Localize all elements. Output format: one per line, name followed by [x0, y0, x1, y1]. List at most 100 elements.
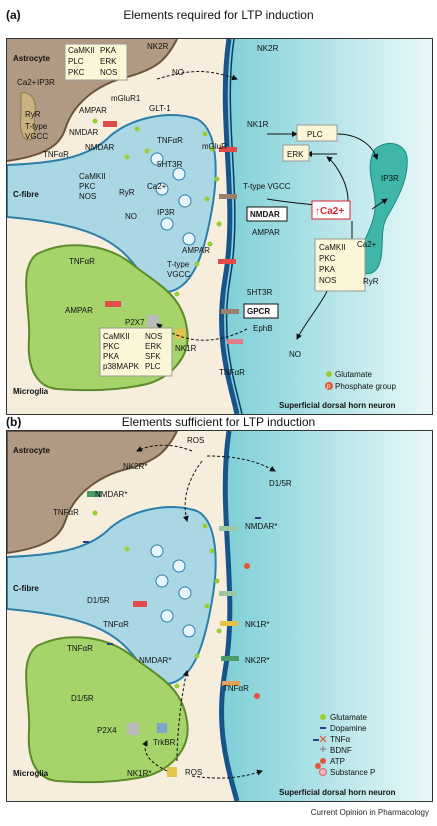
n-kinase-1: CaMKII [319, 243, 346, 252]
astro-ca-label: Ca2+ [17, 78, 37, 87]
astrocyte-label: Astrocyte [13, 54, 50, 63]
nmdar-cf-label: NMDAR [85, 143, 115, 152]
panel-b-title: Elements sufficient for LTP induction [121, 415, 316, 429]
mg-kinase-8: PLC [145, 362, 161, 371]
ttype-astro-label: T-type [25, 122, 48, 131]
n-kinase-3: PKA [319, 265, 336, 274]
footer-credit: Current Opinion in Pharmacology [310, 808, 429, 817]
astro-kinase-4: PKA [100, 46, 117, 55]
ca-cf-label: Ca2+ [147, 182, 167, 191]
nmdar-astro-label: NMDAR [69, 128, 99, 137]
astro-kinase-1: CaMKII [68, 46, 95, 55]
microglia-label: Microglia [13, 387, 49, 396]
plc-n-label: PLC [307, 130, 323, 139]
trkbr-mg-label: TrkBR [153, 738, 176, 747]
c-fibre-vesicles-b [150, 544, 196, 638]
neuron-kinase-box [314, 238, 366, 292]
ros-bottom-label: ROS [185, 768, 202, 777]
gpcr-box [243, 303, 279, 319]
panel-a-letter: (a) [6, 8, 21, 22]
tnfar-n-label: TNFαR [219, 368, 245, 377]
tnfar-astro-label: TNFαR [43, 150, 69, 159]
phosphate-symbol: P [327, 385, 331, 391]
mg-kinase-7: SFK [145, 352, 161, 361]
tnfar-cf-label: TNFαR [157, 136, 183, 145]
astrocyte-label-b: Astrocyte [13, 446, 50, 455]
mg-kinase-3: PKA [103, 352, 120, 361]
panel-b-svg: Astrocyte ROS NK2R* NMDAR* TNFαR D1/5R C… [7, 431, 432, 801]
nk2r-n-label-b: NK2R* [245, 656, 269, 665]
nk2r-right-label: NK2R [257, 44, 279, 53]
mglur1-label: mGluR1 [111, 94, 141, 103]
ip3r-cf-label: IP3R [157, 208, 175, 217]
gpcr-n-label: GPCR [247, 307, 270, 316]
ampar-n-label: AMPAR [252, 228, 280, 237]
nk1r-mg-label-b: NK1R* [127, 769, 151, 778]
ampar-cf-label: AMPAR [182, 246, 210, 255]
astro-kinase-5: ERK [100, 57, 117, 66]
ryr-astro-label: RyR [25, 110, 41, 119]
ttype-vgcc-n-label: T-type VGCC [243, 182, 291, 191]
panel-b-diagram: Astrocyte ROS NK2R* NMDAR* TNFαR D1/5R C… [6, 430, 433, 802]
legend-b-atp: ATP [330, 757, 345, 766]
receptors-b [87, 491, 240, 777]
p2x4-mg-label: P2X4 [97, 726, 117, 735]
ros-top-label: ROS [187, 436, 204, 445]
nmdar-astro-label-b: NMDAR* [95, 490, 127, 499]
n-kinase-4: NOS [319, 276, 336, 285]
mg-kinase-5: NOS [145, 332, 162, 341]
tnfar-cf-label-b: TNFαR [103, 620, 129, 629]
nk1r-n-label: NK1R [247, 120, 269, 129]
n-kinase-2: PKC [319, 254, 336, 263]
ampar-astro-label: AMPAR [79, 106, 107, 115]
glt1-label: GLT-1 [149, 104, 171, 113]
astrocyte-body-b [7, 431, 179, 555]
ephb-n-label: EphB [253, 324, 273, 333]
astrocyte-body [7, 39, 177, 161]
ht3r-n-label: 5HT3R [247, 288, 273, 297]
cf-kinase-3: NOS [79, 192, 96, 201]
legend-b-glutamate: Glutamate [330, 713, 367, 722]
mglur-cf-label: mGluR [202, 142, 227, 151]
ryr-n-label: RyR [363, 277, 379, 286]
mg-kinase-1: CaMKII [103, 332, 130, 341]
c-fibre-label: C-fibre [13, 190, 39, 199]
erk-box [282, 144, 310, 162]
ht3r-cf-label: 5HT3R [157, 160, 183, 169]
tnfar-astro-label-b: TNFαR [53, 508, 79, 517]
tnfar-mg-label: TNFαR [69, 257, 95, 266]
erk-n-label: ERK [287, 150, 304, 159]
glutamate-dots [92, 118, 222, 297]
neuron-body [221, 39, 432, 414]
legend-phosphate: Phosphate group [335, 382, 396, 391]
ca-n2-label: Ca2+ [357, 240, 377, 249]
mg-kinase-6: ERK [145, 342, 162, 351]
no-n-label: NO [289, 350, 301, 359]
d15r-n-label: D1/5R [269, 479, 292, 488]
c-fibre-vesicles [150, 152, 196, 246]
microglia-kinase-box [99, 327, 173, 377]
tnfar-mg-label-b: TNFαR [67, 644, 93, 653]
ampar-mg-label: AMPAR [65, 306, 93, 315]
astro-er [20, 92, 36, 141]
legend-b-tnfa: TNFα [330, 735, 351, 744]
ip3r-n-label: IP3R [381, 174, 399, 183]
c-fibre-label-b: C-fibre [13, 584, 39, 593]
plc-box [296, 124, 338, 142]
no-cf-label: NO [125, 212, 137, 221]
nk2r-astro-label: NK2R* [123, 462, 147, 471]
microglia-label-b: Microglia [13, 769, 49, 778]
legend-b-dopamine: Dopamine [330, 724, 367, 733]
astro-ip3r-label: IP3R [37, 78, 55, 87]
mg-kinase-4: p38MAPK [103, 362, 140, 371]
neuron-label: Superficial dorsal horn neuron [279, 401, 396, 410]
nmdar-box [246, 206, 288, 222]
legend-b-substance-p: Substance P [330, 768, 375, 777]
astro-kinase-6: NOS [100, 68, 117, 77]
vgcc-cf-label: VGCC [167, 270, 190, 279]
nmdar-n-label-b: NMDAR* [245, 522, 277, 531]
cf-kinase-1: CaMKII [79, 172, 106, 181]
ca-box-neuron [311, 200, 351, 220]
astro-kinase-box [64, 43, 128, 81]
atp-dots-b [244, 563, 321, 769]
